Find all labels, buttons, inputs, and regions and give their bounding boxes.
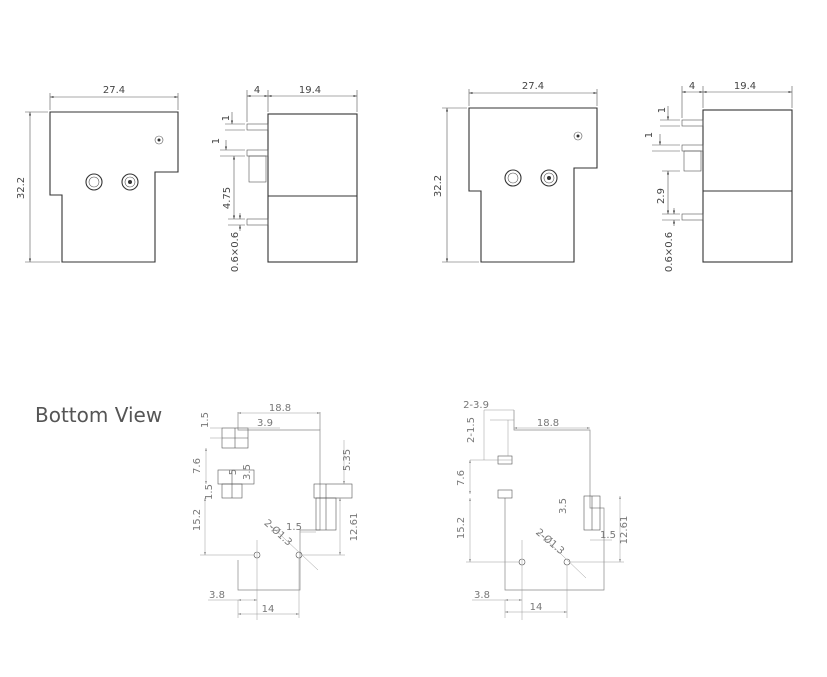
bl-5-35: 5.35 xyxy=(342,449,353,471)
bl-1-5c: 1.5 xyxy=(286,522,302,533)
tr-side-depth: 19.4 xyxy=(734,81,756,92)
br-hole: 2-Ø1.3 xyxy=(533,526,567,557)
top-left-front-view: 27.4 32.2 xyxy=(16,85,179,263)
top-right-side-view: 4 19.4 1 1 2.9 0.6×0.6 xyxy=(644,81,793,272)
bl-12-61: 12.61 xyxy=(349,513,360,542)
top-right-front-view: 27.4 32.2 xyxy=(433,81,598,263)
bl-15-2: 15.2 xyxy=(192,509,203,531)
bl-1-5b: 1.5 xyxy=(204,484,215,500)
bottom-left-footprint: 18.8 3.9 1.5 7.6 5 3.5 1.5 5.35 15.2 1.5… xyxy=(192,403,360,620)
tr-side-pitch: 2.9 xyxy=(656,188,667,204)
bl-14: 14 xyxy=(262,604,275,615)
tr-front-height: 32.2 xyxy=(433,175,444,197)
tr-side-1b: 1 xyxy=(644,132,655,138)
bl-5: 5 xyxy=(228,469,239,475)
tl-front-height: 32.2 xyxy=(16,177,27,199)
tl-side-pitch: 4.75 xyxy=(222,187,233,209)
br-3-5: 3.5 xyxy=(558,498,569,514)
tl-side-pin: 0.6×0.6 xyxy=(230,232,241,272)
br-3-8: 3.8 xyxy=(474,590,490,601)
br-12-61: 12.61 xyxy=(619,516,630,545)
bl-1-5a: 1.5 xyxy=(200,412,211,428)
tl-front-width: 27.4 xyxy=(103,85,125,96)
tl-side-1a: 1 xyxy=(221,115,232,121)
tr-front-width: 27.4 xyxy=(522,81,544,92)
tl-side-d4: 4 xyxy=(254,85,260,96)
tr-side-1a: 1 xyxy=(657,107,668,113)
top-left-side-view: 4 19.4 1 1 4.75 0.6×0.6 xyxy=(211,85,358,272)
bl-18-8: 18.8 xyxy=(269,403,291,414)
tl-side-depth: 19.4 xyxy=(299,85,321,96)
br-15-2: 15.2 xyxy=(456,517,467,539)
br-14: 14 xyxy=(530,602,543,613)
bottom-right-footprint: 2-3.9 2-1.5 18.8 7.6 3.5 15.2 1.5 12.61 … xyxy=(456,400,630,620)
br-7-6: 7.6 xyxy=(456,470,467,486)
tr-side-d4: 4 xyxy=(689,81,695,92)
br-2-3-9: 2-3.9 xyxy=(463,400,489,411)
bl-3-9: 3.9 xyxy=(257,418,273,429)
br-18-8: 18.8 xyxy=(537,418,559,429)
bl-3-5: 3.5 xyxy=(242,464,253,480)
bl-3-8: 3.8 xyxy=(209,590,225,601)
bottom-view-title: Bottom View xyxy=(35,403,162,427)
tr-side-pin: 0.6×0.6 xyxy=(664,232,675,272)
bl-7-6: 7.6 xyxy=(192,458,203,474)
br-1-5: 1.5 xyxy=(600,530,616,541)
tl-side-1b: 1 xyxy=(211,138,222,144)
br-2-1-5: 2-1.5 xyxy=(466,417,477,443)
